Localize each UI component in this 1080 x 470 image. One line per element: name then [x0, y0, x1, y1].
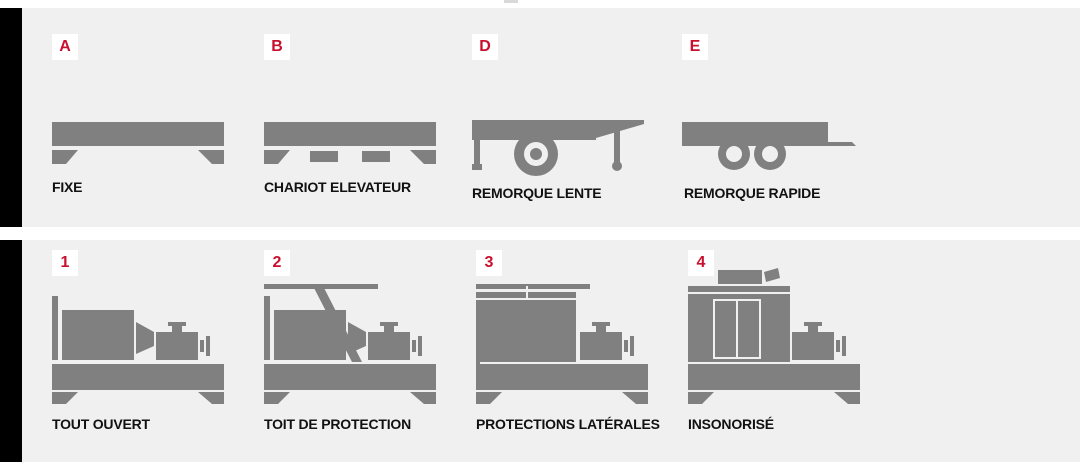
option-label: INSONORISÉ: [688, 416, 774, 432]
option-label: PROTECTIONS LATÉRALES: [476, 416, 660, 432]
option-badge: 1: [52, 250, 78, 276]
canopy-roof-generator-icon: [264, 284, 436, 404]
option-badge: 3: [476, 250, 502, 276]
option-label: FIXE: [52, 179, 83, 195]
fast-trailer-icon: [682, 122, 856, 170]
panel-side-bar: [0, 8, 22, 227]
option-badge: B: [264, 34, 290, 60]
soundproof-generator-icon: [688, 268, 860, 404]
enclosure-options-panel: 1 TOUT OUVERT 2 TOIT DE PROTECTION 3: [0, 240, 1080, 462]
option-label: REMORQUE RAPIDE: [684, 185, 821, 201]
option-label: TOUT OUVERT: [52, 416, 150, 432]
option-label: CHARIOT ELEVATEUR: [264, 179, 411, 195]
forklift-base-icon: [264, 122, 436, 164]
option-badge: 2: [264, 250, 290, 276]
fixed-skid-base-icon: [52, 122, 224, 164]
option-label: REMORQUE LENTE: [472, 185, 602, 201]
side-panels-generator-icon: [476, 284, 648, 404]
option-badge: 4: [688, 250, 714, 276]
base-options-panel: A FIXE B CHARIOT ELEVATEUR D REMORQUE LE…: [0, 8, 1080, 227]
option-badge: D: [472, 34, 498, 60]
option-label: TOIT DE PROTECTION: [264, 416, 412, 432]
panel-side-bar: [0, 240, 22, 462]
slow-trailer-icon: [472, 120, 644, 176]
top-notch: [504, 0, 518, 3]
option-badge: E: [682, 34, 708, 60]
open-generator-icon: [52, 296, 224, 404]
option-badge: A: [52, 34, 78, 60]
